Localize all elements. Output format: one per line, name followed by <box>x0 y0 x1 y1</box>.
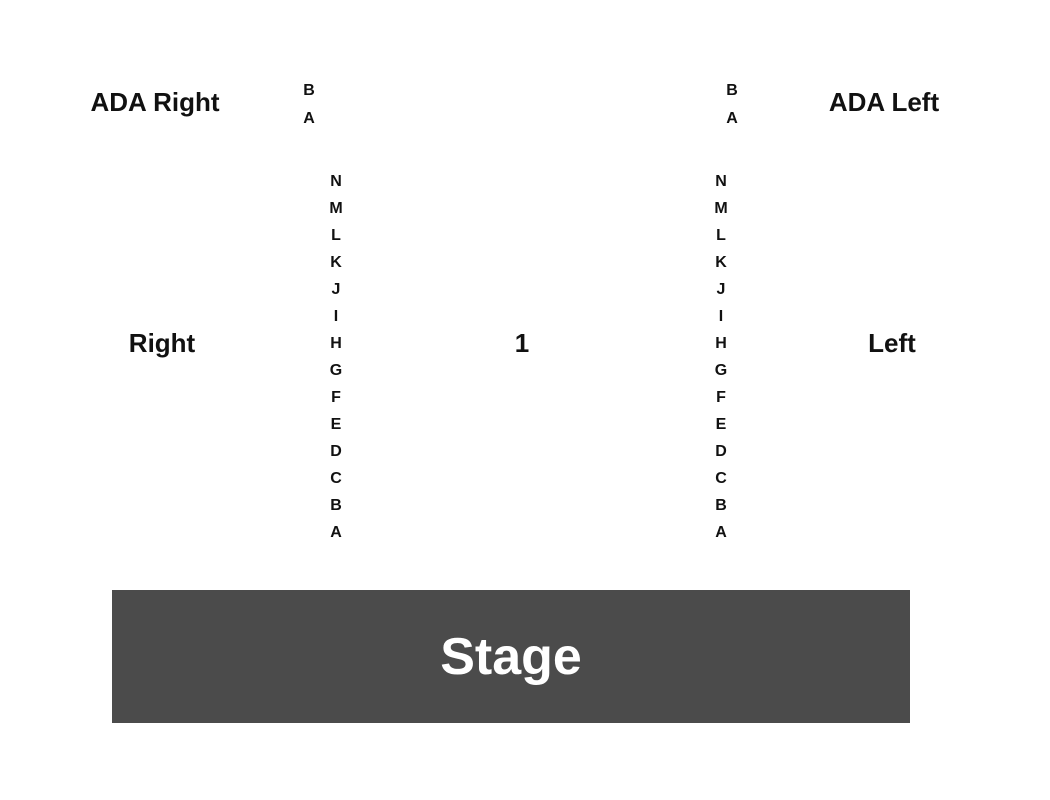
left-row[interactable]: E <box>715 416 727 433</box>
left-row[interactable]: L <box>716 227 726 244</box>
right-row[interactable]: F <box>331 389 341 406</box>
section-ada-left[interactable]: ADA Left <box>828 87 940 117</box>
left-row[interactable]: A <box>715 524 727 541</box>
left-row[interactable]: H <box>715 335 727 352</box>
left-row[interactable]: G <box>714 362 728 379</box>
left-row[interactable]: F <box>716 389 726 406</box>
right-row[interactable]: J <box>331 281 341 298</box>
section-ada-right[interactable]: ADA Right <box>90 87 220 117</box>
ada-left-row[interactable]: A <box>726 110 738 127</box>
right-row-labels: N M L K J I H G F E D C B A <box>321 168 351 546</box>
ada-left-row-labels: B A <box>717 77 747 133</box>
right-row[interactable]: N <box>330 173 342 190</box>
ada-left-row[interactable]: B <box>726 82 738 99</box>
right-row[interactable]: K <box>330 254 342 271</box>
ada-right-row[interactable]: B <box>303 82 315 99</box>
right-row[interactable]: M <box>329 200 343 217</box>
section-right[interactable]: Right <box>128 328 196 358</box>
left-row[interactable]: M <box>714 200 728 217</box>
right-row[interactable]: C <box>330 470 342 487</box>
right-row[interactable]: H <box>330 335 342 352</box>
left-row[interactable]: J <box>716 281 726 298</box>
left-row[interactable]: C <box>715 470 727 487</box>
left-row[interactable]: D <box>715 443 727 460</box>
left-row[interactable]: K <box>715 254 727 271</box>
stage-label: Stage <box>440 627 582 686</box>
stage: Stage <box>112 590 910 723</box>
left-row[interactable]: N <box>715 173 727 190</box>
ada-right-row-labels: B A <box>294 77 324 133</box>
ada-right-row[interactable]: A <box>303 110 315 127</box>
right-row[interactable]: L <box>331 227 341 244</box>
right-row[interactable]: G <box>329 362 343 379</box>
right-row[interactable]: I <box>333 308 339 325</box>
left-row[interactable]: I <box>718 308 724 325</box>
left-row[interactable]: B <box>715 497 727 514</box>
section-center[interactable]: 1 <box>514 328 530 358</box>
right-row[interactable]: D <box>330 443 342 460</box>
right-row[interactable]: B <box>330 497 342 514</box>
right-row[interactable]: A <box>330 524 342 541</box>
section-left[interactable]: Left <box>868 328 916 358</box>
right-row[interactable]: E <box>330 416 342 433</box>
left-row-labels: N M L K J I H G F E D C B A <box>706 168 736 546</box>
